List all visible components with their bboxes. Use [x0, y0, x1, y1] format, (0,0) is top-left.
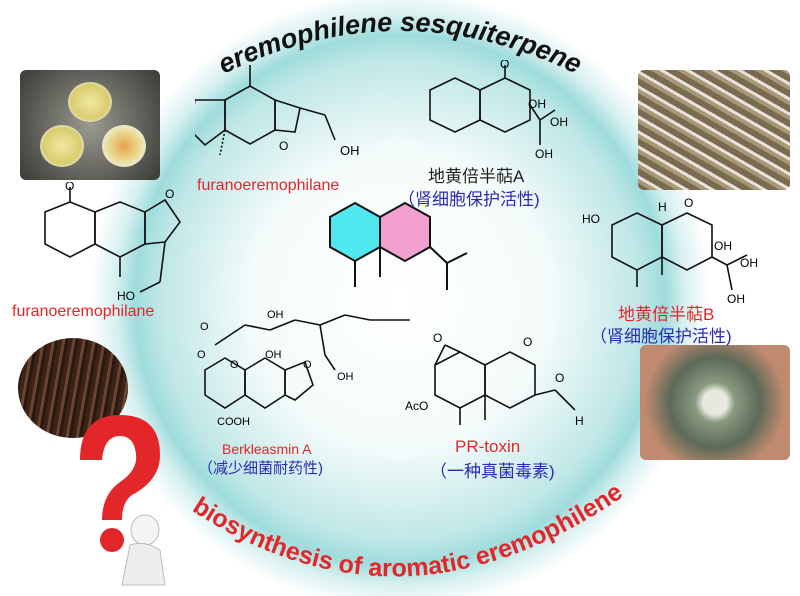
fungal-mold-photo: [640, 345, 790, 460]
furanoeremophilane-label-2: furanoeremophilane: [12, 303, 155, 320]
atom-label: AcO: [405, 399, 428, 413]
atom-label: O: [65, 182, 74, 193]
atom-label: O: [200, 321, 209, 333]
atom-label: H: [575, 414, 584, 428]
atom-label: OH: [727, 292, 745, 305]
atom-label: COOH: [217, 416, 250, 428]
atom-label: O: [523, 335, 532, 349]
eremophilane-scaffold: [329, 201, 468, 290]
furanoeremophilane-structure-1: O OH: [195, 65, 360, 158]
dihuang-b-structure: HO H O OH OH OH: [582, 196, 758, 305]
atom-label: O: [684, 196, 693, 210]
atom-label: O: [433, 331, 442, 345]
atom-label: O: [230, 359, 239, 371]
atom-label: OH: [265, 349, 282, 361]
atom-label: O: [279, 139, 288, 153]
atom-label: H: [658, 200, 667, 214]
pr-toxin-activity: （一种真菌毒素): [430, 462, 555, 481]
dihuang-a-structure: O OH OH OH: [429, 60, 568, 160]
dihuang-a-name: 地黄倍半萜A: [428, 167, 525, 186]
atom-label: OH: [340, 143, 360, 158]
pr-toxin-name: PR-toxin: [455, 437, 521, 456]
atom-label: O: [197, 349, 206, 361]
dihuang-b-name: 地黄倍半萜B: [618, 305, 715, 324]
berkleasmin-a-activity: （减少细菌耐药性): [198, 460, 323, 477]
petri-dish-photo: [20, 70, 160, 180]
atom-label: HO: [117, 289, 135, 302]
atom-label: O: [500, 60, 509, 71]
atom-label: OH: [535, 147, 553, 160]
atom-label: OH: [740, 256, 758, 270]
atom-label: OH: [550, 115, 568, 129]
question-mark-thinker-icon: [80, 415, 166, 586]
atom-label: O: [165, 187, 174, 201]
atom-label: OH: [267, 309, 284, 321]
atom-label: HO: [582, 212, 600, 226]
berkleasmin-a-structure: O OH O O OH O OH COOH: [197, 309, 410, 428]
dihuang-b-activity: （肾细胞保护活性): [590, 327, 732, 346]
rehmannia-root-photo: [638, 70, 790, 190]
atom-label: O: [303, 359, 312, 371]
pr-toxin-structure: O O AcO O H: [405, 331, 584, 428]
berkleasmin-a-name: Berkleasmin A: [222, 441, 312, 457]
atom-label: OH: [714, 239, 732, 253]
furanoeremophilane-label-1: furanoeremophilane: [197, 177, 340, 194]
atom-label: OH: [528, 97, 546, 111]
dihuang-a-activity: （肾细胞保护活性): [398, 190, 540, 209]
furanoeremophilane-structure-2: O O HO: [44, 182, 181, 302]
bottom-title: biosynthesis of aromatic eremophilene: [188, 478, 627, 583]
atom-label: O: [555, 371, 564, 385]
atom-label: OH: [337, 371, 354, 383]
